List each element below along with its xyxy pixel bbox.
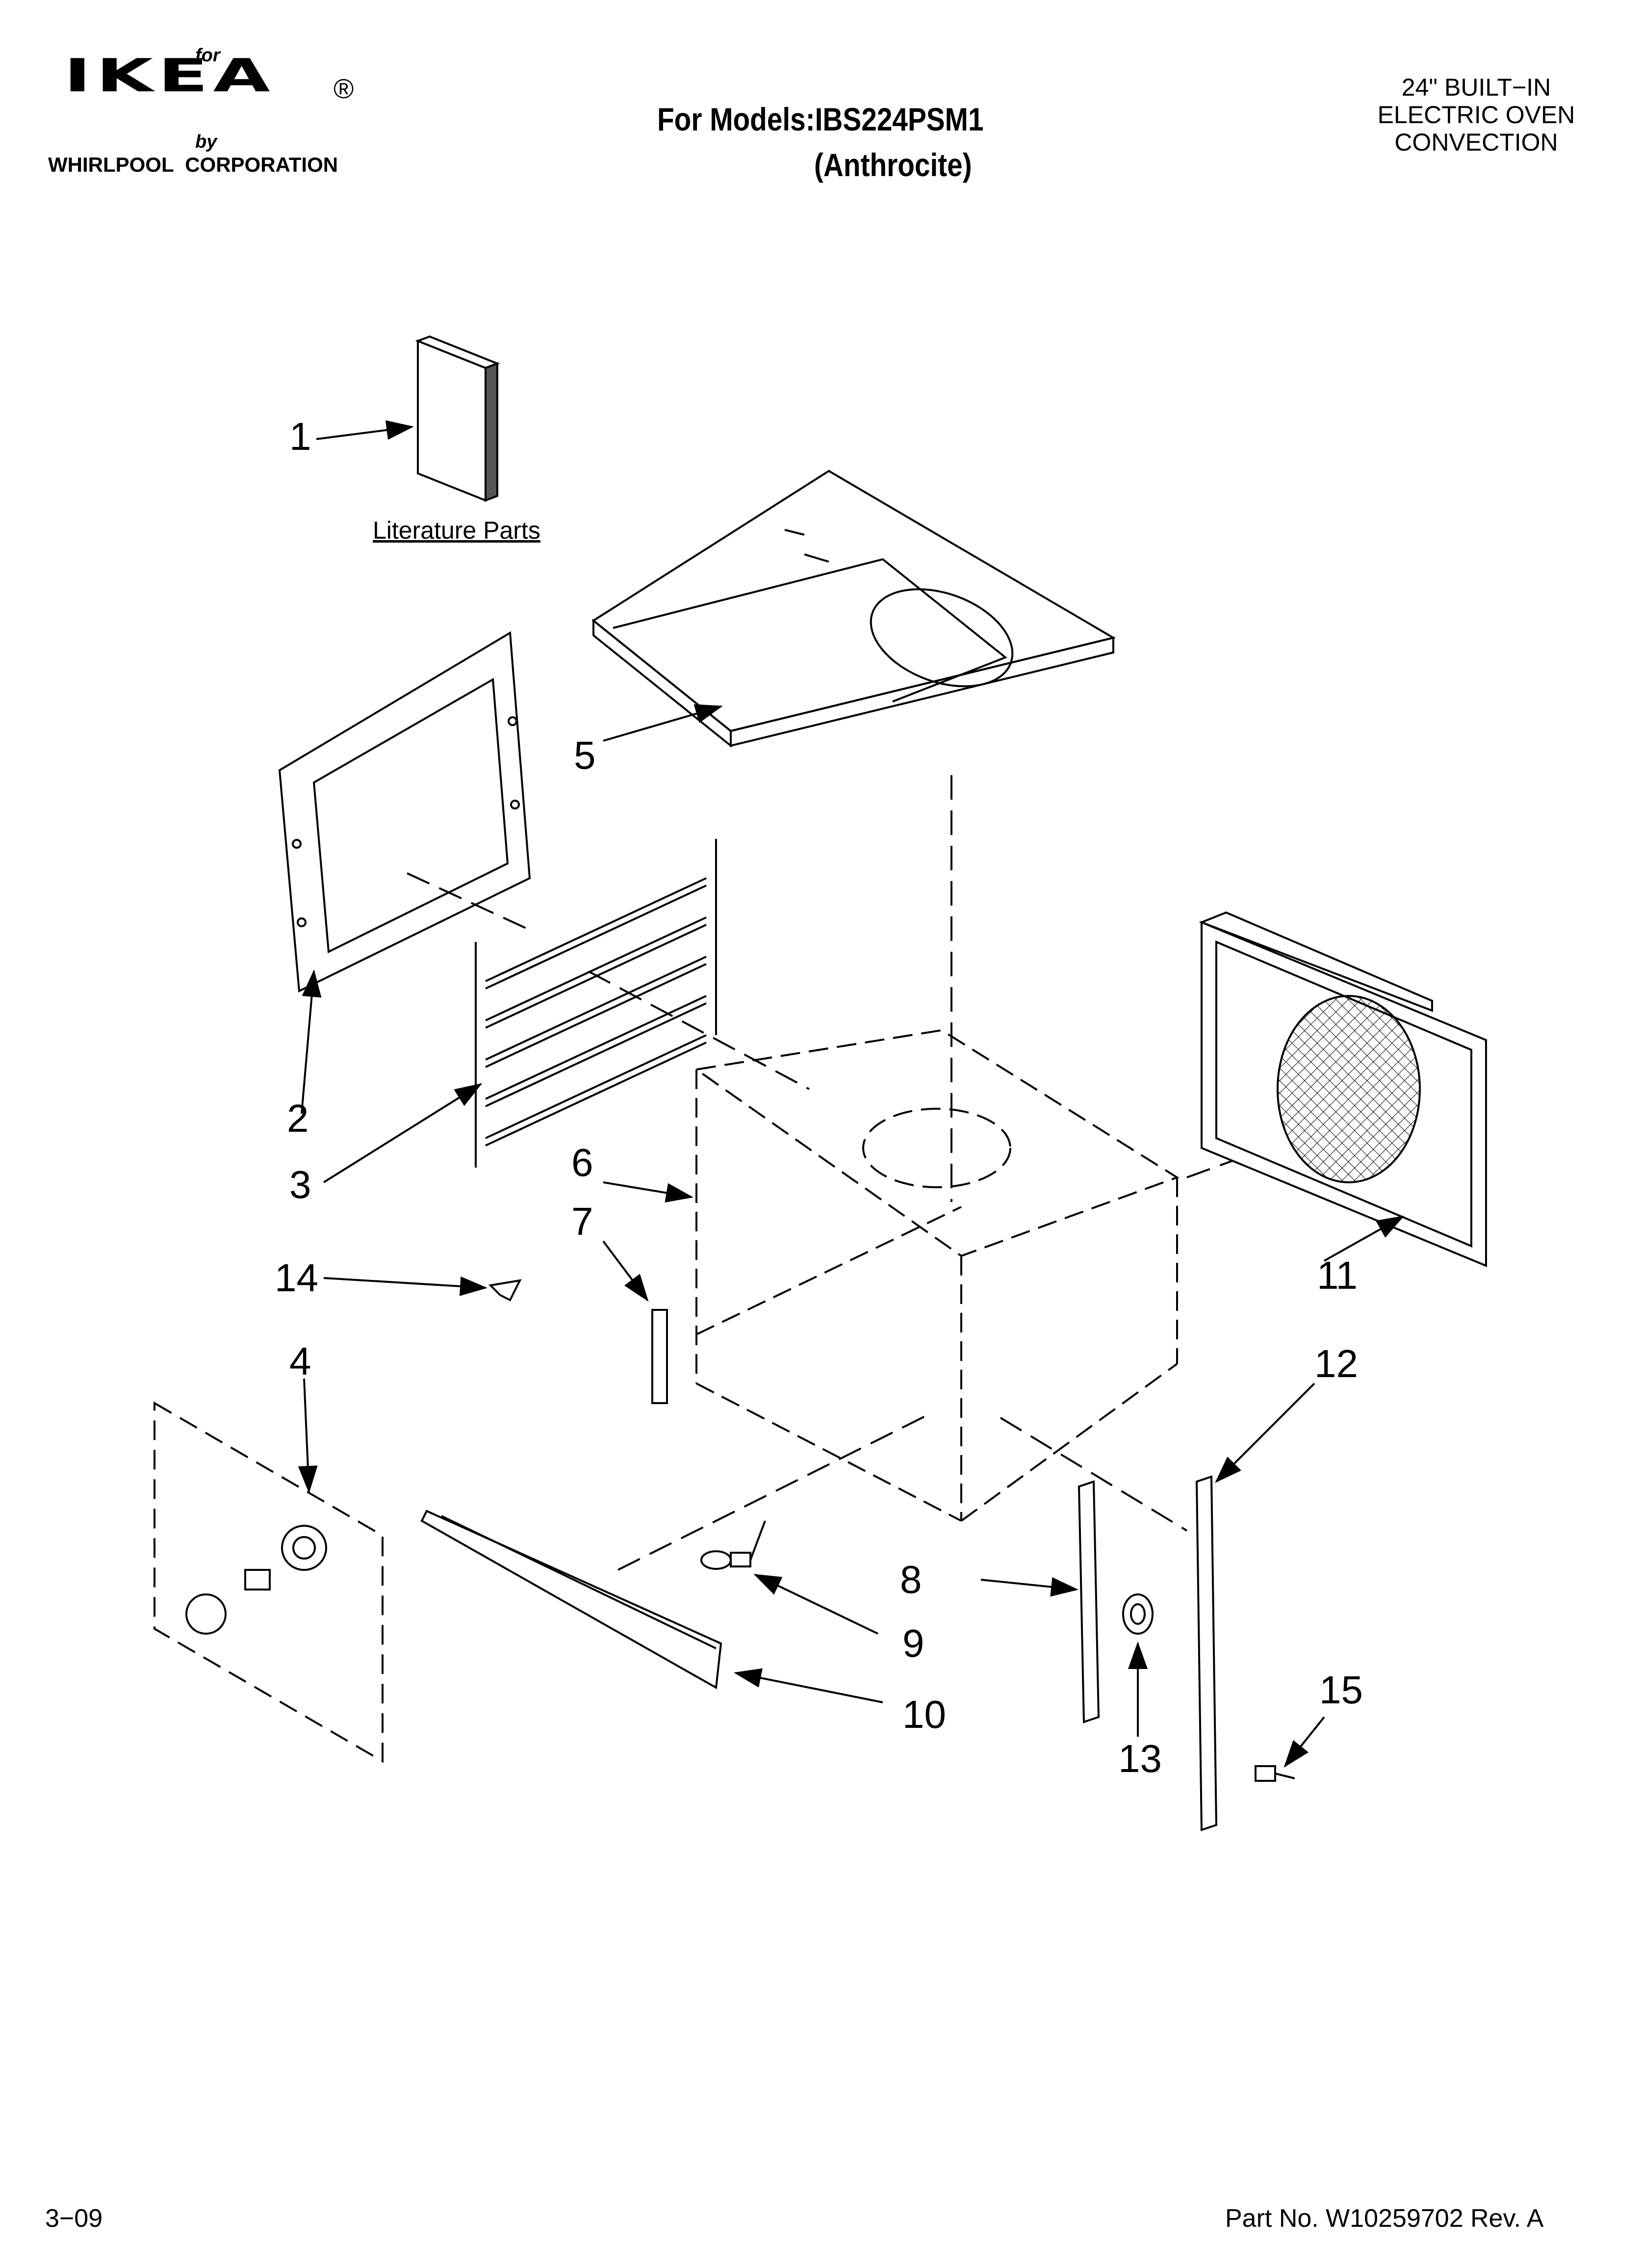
screw (1255, 1765, 1295, 1782)
vent-trim (420, 1510, 722, 1690)
logo-corporation: WHIRLPOOL CORPORATION (48, 153, 338, 176)
knob-assembly (154, 1401, 384, 1763)
clip-part (488, 1279, 522, 1302)
frame-panel (278, 631, 531, 993)
sensor-part (700, 1520, 766, 1570)
callout-10: 10 (902, 1693, 946, 1736)
logo-by-text: by (195, 131, 217, 152)
side-rail (1078, 1480, 1100, 1723)
product-line-3: CONVECTION (1394, 129, 1558, 156)
grommet (1122, 1593, 1154, 1635)
convection-fan-panel (1199, 911, 1487, 1267)
product-line-2: ELECTRIC OVEN (1377, 101, 1575, 129)
callout-7: 7 (571, 1199, 593, 1243)
ikea-logo: IKEA (64, 49, 275, 103)
callout-14: 14 (275, 1256, 318, 1300)
top-panel (591, 469, 1116, 748)
side-trim (1195, 1475, 1218, 1831)
logo-for-text: for (195, 45, 220, 66)
oven-cavity (693, 1029, 1180, 1522)
product-description: 24" BUILT−IN ELECTRIC OVEN CONVECTION (1324, 74, 1628, 156)
callout-12: 12 (1314, 1342, 1358, 1385)
callout-6: 6 (571, 1141, 593, 1184)
part-number: Part No. W10259702 Rev. A (1225, 2204, 1544, 2233)
rack-side (475, 839, 717, 1168)
callout-3: 3 (289, 1163, 311, 1206)
callout-5: 5 (574, 733, 596, 777)
callout-15: 15 (1319, 1668, 1363, 1712)
revision-date: 3−09 (45, 2204, 103, 2233)
models-title: For Models:IBS224PSM1 (657, 101, 984, 137)
strip-part (651, 1309, 668, 1404)
callout-4: 4 (289, 1339, 311, 1383)
callout-2: 2 (287, 1096, 309, 1140)
color-subtitle: (Anthrocite) (814, 147, 972, 183)
callout-13: 13 (1118, 1737, 1162, 1780)
literature-parts-label: Literature Parts (373, 517, 540, 544)
callout-11: 11 (1317, 1253, 1358, 1297)
leader-lines (298, 420, 1405, 1768)
callout-1: 1 (289, 415, 311, 458)
callout-8: 8 (900, 1558, 922, 1601)
registered-mark: ® (334, 73, 354, 104)
callout-9: 9 (902, 1621, 924, 1665)
product-line-1: 24" BUILT−IN (1401, 74, 1551, 101)
literature-booklet (415, 335, 500, 502)
